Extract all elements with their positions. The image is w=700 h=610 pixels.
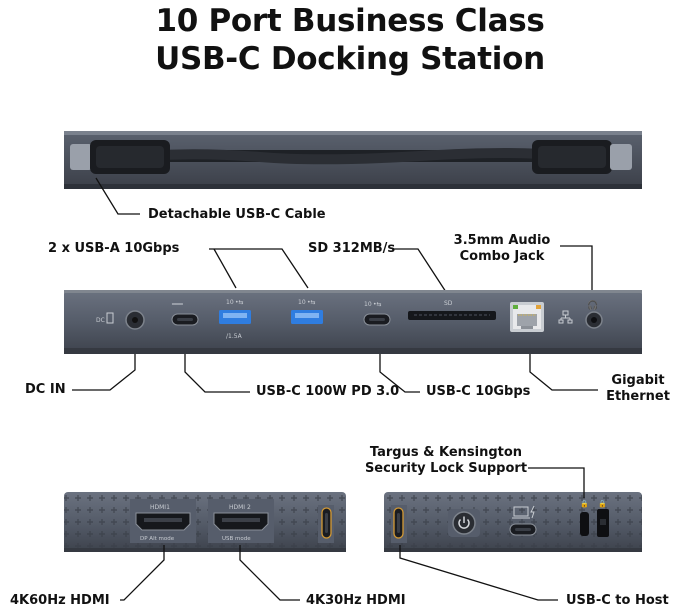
usb-speed-mark-3: 10 (364, 301, 372, 308)
usb-c-10gbps-port[interactable]: 10 •⇆ (363, 301, 391, 326)
svg-text:•⇆: •⇆ (307, 299, 316, 306)
svg-text:═══: ═══ (171, 301, 183, 308)
ethernet-icon (558, 310, 573, 324)
usb-a-port-1[interactable]: 10 •⇆ /1.5A (219, 299, 251, 340)
label-usb-c-pd: USB-C 100W PD 3.0 (256, 384, 400, 399)
label-gigabit: Gigabit Ethernet (598, 373, 678, 405)
usb-c-side-port[interactable] (318, 505, 334, 543)
svg-text:•⇆: •⇆ (373, 301, 382, 308)
label-detachable-cable: Detachable USB-C Cable (148, 207, 326, 222)
label-dc-in: DC IN (25, 382, 66, 397)
ethernet-port[interactable] (510, 302, 573, 332)
usb-c-host-port-2[interactable] (509, 523, 537, 536)
label-usb-c-host: USB-C to Host (566, 593, 669, 608)
usb-a-port-2[interactable]: 10 •⇆ (291, 299, 323, 324)
dock-front-panel: DC ═══ 10 •⇆ /1.5A 10 •⇆ 10 (64, 290, 642, 354)
label-gigabit-line-1: Gigabit (611, 373, 665, 388)
lock-icon-2: 🔒 (598, 500, 607, 508)
dock-top-view (64, 131, 642, 189)
label-sd: SD 312MB/s (308, 241, 396, 256)
title-line-2: USB-C Docking Station (155, 41, 545, 77)
dc-in-port[interactable]: DC (96, 310, 145, 330)
title-line-1: 10 Port Business Class (155, 3, 545, 39)
callout-lines-bottom (120, 467, 585, 601)
label-hdmi-4k60: 4K60Hz HDMI (10, 593, 110, 608)
power-icon (458, 516, 470, 529)
lock-icon-1: 🔒 (580, 500, 589, 508)
page-title: 10 Port Business Class USB-C Docking Sta… (0, 2, 700, 78)
label-usb-a: 2 x USB-A 10Gbps (48, 241, 180, 256)
label-usb-c-10gbps: USB-C 10Gbps (426, 384, 531, 399)
label-lock-line-1: Targus & Kensington (369, 445, 523, 460)
dock-left-side: HDMI1 DP Alt mode HDMI 2 USB mode (64, 492, 346, 552)
usb-amp-mark: /1.5A (226, 333, 243, 340)
label-lock-line-2: Security Lock Support (364, 461, 528, 476)
hdmi2-mode-mark: USB mode (222, 536, 251, 542)
dock-right-side: 🔒 🔒 (384, 492, 642, 552)
cable-plug-left (70, 140, 170, 174)
hdmi2-mark: HDMI 2 (229, 504, 251, 511)
dc-mark: DC (96, 317, 105, 324)
headphone-icon: 🎧 (587, 299, 598, 311)
usb-speed-mark-1: 10 (226, 299, 234, 306)
hdmi-port-2[interactable]: HDMI 2 USB mode (208, 499, 274, 543)
sd-card-slot[interactable]: SD (408, 300, 496, 320)
label-audio-line-1: 3.5mm Audio (453, 233, 551, 248)
label-hdmi-4k30: 4K30Hz HDMI (306, 593, 406, 608)
label-gigabit-line-2: Ethernet (606, 389, 670, 404)
usb-c-pd-port[interactable]: ═══ (171, 301, 199, 326)
hdmi-port-1[interactable]: HDMI1 DP Alt mode (130, 499, 196, 543)
hdmi1-mode-mark: DP Alt mode (140, 536, 175, 542)
label-audio-line-2: Combo Jack (459, 249, 545, 264)
lock-slots[interactable]: 🔒 🔒 (580, 500, 609, 537)
sd-mark: SD (444, 300, 453, 307)
hdmi1-mark: HDMI1 (150, 504, 170, 511)
laptop-charge-icon (512, 505, 535, 519)
svg-text:•⇆: •⇆ (235, 299, 244, 306)
power-button[interactable] (448, 509, 480, 537)
usb-speed-mark-2: 10 (298, 299, 306, 306)
callout-lines-top (72, 177, 598, 393)
audio-jack[interactable]: 🎧 (585, 299, 603, 329)
label-security-lock: Targus & Kensington Security Lock Suppor… (362, 445, 530, 477)
cable-plug-right (532, 140, 632, 174)
label-audio: 3.5mm Audio Combo Jack (447, 233, 557, 265)
usb-c-host-port[interactable] (391, 505, 407, 543)
